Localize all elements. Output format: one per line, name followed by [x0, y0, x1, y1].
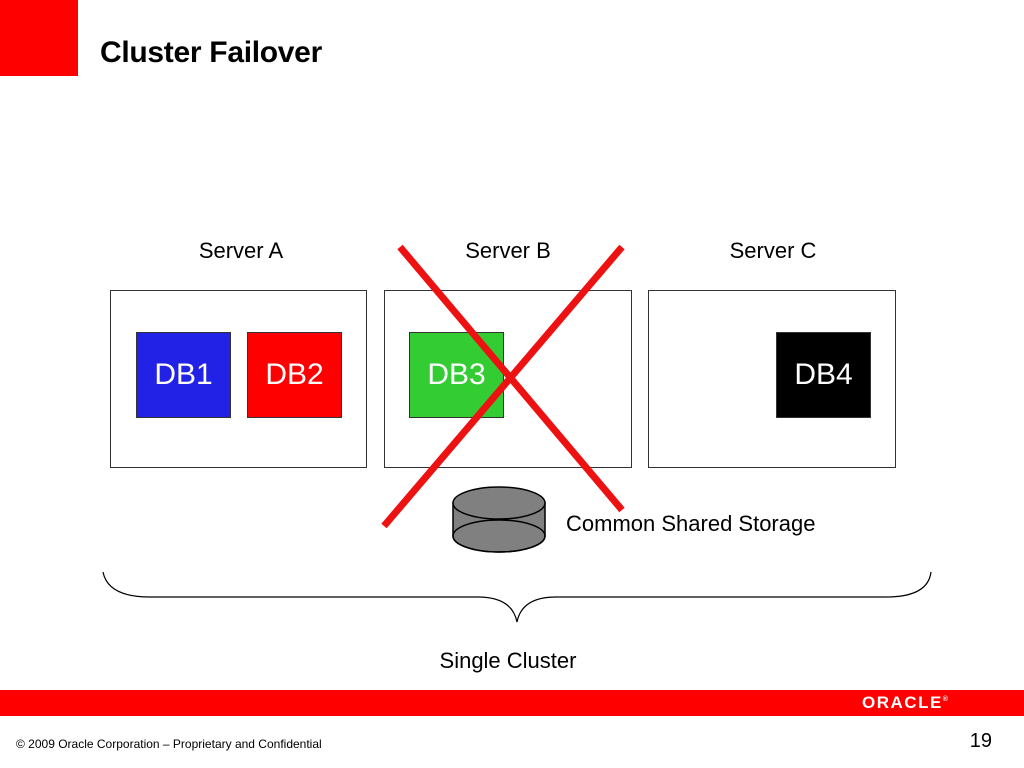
slide-title: Cluster Failover	[100, 36, 322, 69]
copyright-text: © 2009 Oracle Corporation – Proprietary …	[16, 737, 322, 751]
footer-bar	[0, 690, 1024, 716]
server-b-label: Server B	[465, 238, 551, 263]
db3-label: DB3	[427, 358, 486, 391]
page-number: 19	[969, 730, 992, 752]
cluster-label: Single Cluster	[439, 648, 577, 673]
server-c-label: Server C	[729, 238, 817, 263]
db4-block: DB4	[776, 332, 871, 418]
db2-label: DB2	[265, 358, 324, 391]
shared-storage-label: Common Shared Storage	[566, 511, 816, 536]
oracle-logo: ORACLE®	[862, 693, 948, 712]
db2-block: DB2	[247, 332, 342, 418]
oracle-logo-text: ORACLE	[862, 693, 943, 712]
db4-label: DB4	[794, 358, 853, 391]
header-accent-square	[0, 0, 78, 76]
cluster-brace	[102, 571, 932, 623]
db1-label: DB1	[154, 358, 213, 391]
failure-cross	[381, 244, 625, 529]
db1-block: DB1	[136, 332, 231, 418]
server-a-label: Server A	[198, 238, 284, 263]
shared-storage-cylinder	[452, 486, 546, 553]
